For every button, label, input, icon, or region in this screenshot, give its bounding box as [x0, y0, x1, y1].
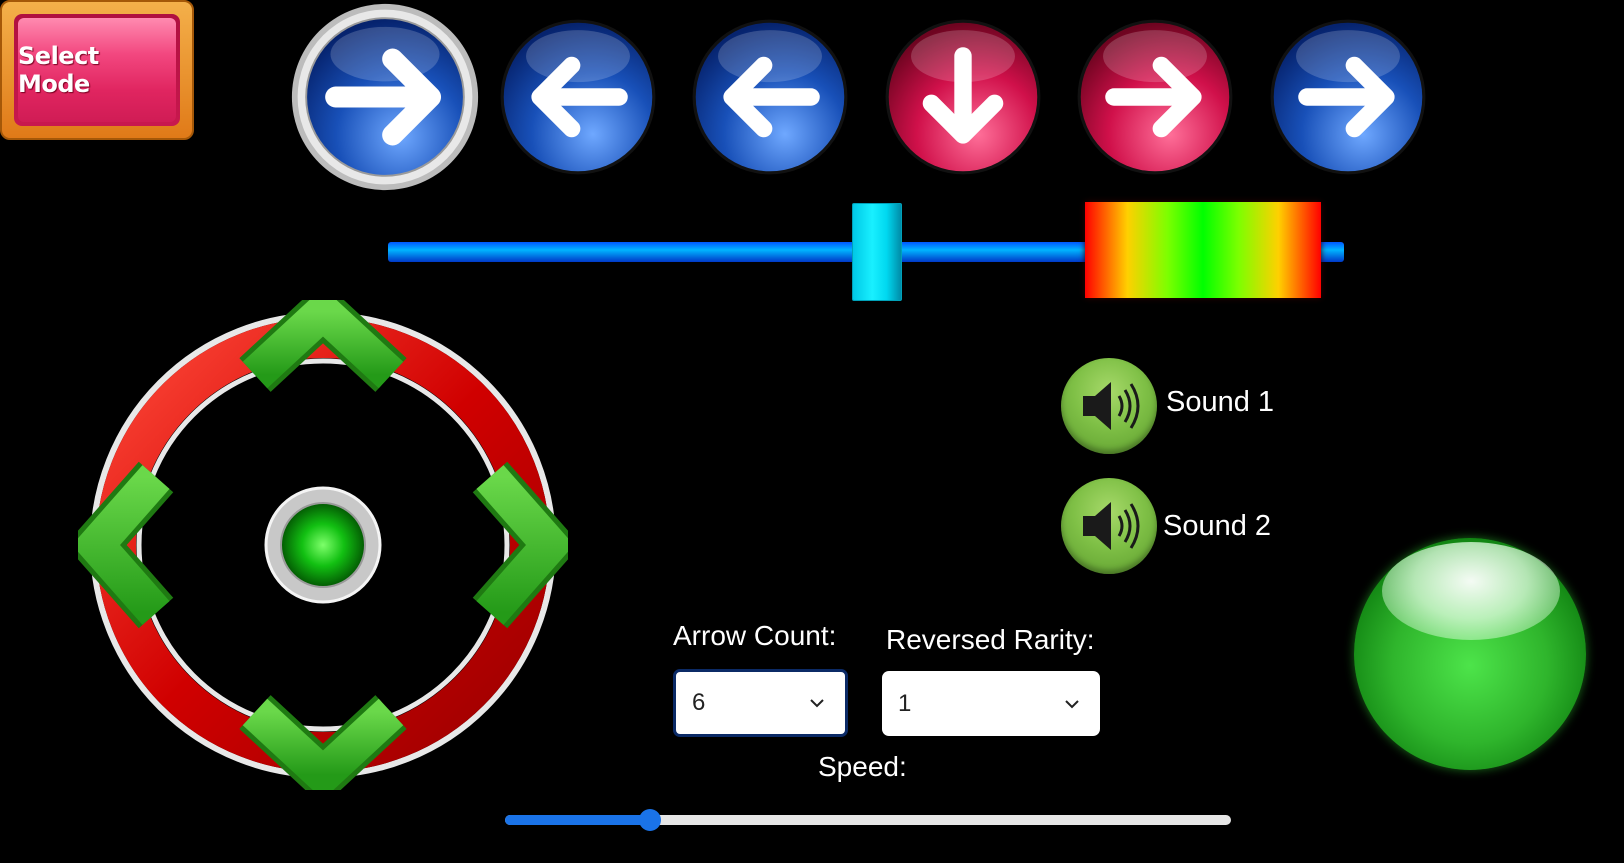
dpad	[78, 300, 568, 790]
speed-slider-thumb[interactable]	[639, 809, 662, 831]
chevron-down-icon	[810, 699, 824, 708]
sound-2-button[interactable]	[1061, 478, 1157, 574]
orb-highlight	[1382, 542, 1560, 640]
select-mode-label: Select Mode	[18, 18, 176, 122]
arrow-right-button-5[interactable]	[1076, 18, 1234, 176]
arrow-right-button-6[interactable]	[1269, 18, 1427, 176]
select-mode-button[interactable]: Select Mode	[0, 0, 194, 140]
reversed-rarity-select[interactable]: 1	[882, 671, 1100, 736]
dpad-up-chevron[interactable]	[239, 300, 407, 392]
arrow-count-value: 6	[692, 689, 706, 716]
arrow-right-icon	[1105, 56, 1202, 138]
speaker-icon	[1083, 502, 1140, 550]
arrow-right-icon	[325, 48, 442, 146]
arrow-count-select[interactable]: 6	[673, 669, 848, 737]
speed-slider-fill	[505, 815, 651, 825]
arrow-down-icon	[922, 47, 1004, 144]
arrow-right-button-1[interactable]	[290, 2, 480, 192]
sound-1-button[interactable]	[1061, 358, 1157, 454]
sound-1-label: Sound 1	[1166, 386, 1275, 418]
dpad-left-chevron[interactable]	[78, 461, 174, 629]
speed-label: Speed:	[818, 751, 907, 782]
dpad-down-chevron[interactable]	[239, 695, 407, 790]
arrow-right-icon	[1298, 56, 1395, 138]
reversed-rarity-value: 1	[898, 689, 912, 717]
arrow-left-icon	[723, 56, 820, 138]
dpad-right-chevron[interactable]	[472, 461, 568, 629]
sound-2-label: Sound 2	[1163, 510, 1272, 542]
arrow-left-button-2[interactable]	[499, 18, 657, 176]
speaker-icon	[1083, 382, 1140, 430]
chevron-down-icon	[1065, 699, 1079, 708]
go-orb-button[interactable]	[1354, 538, 1586, 770]
hit-zone	[1085, 202, 1321, 298]
speed-slider-track[interactable]	[505, 815, 1231, 825]
arrow-left-button-3[interactable]	[691, 18, 849, 176]
reversed-rarity-label: Reversed Rarity:	[886, 624, 1095, 655]
arrow-left-icon	[531, 56, 628, 138]
arrow-count-label: Arrow Count:	[673, 620, 837, 651]
arrow-down-button-4[interactable]	[884, 18, 1042, 176]
timing-marker	[851, 203, 902, 301]
